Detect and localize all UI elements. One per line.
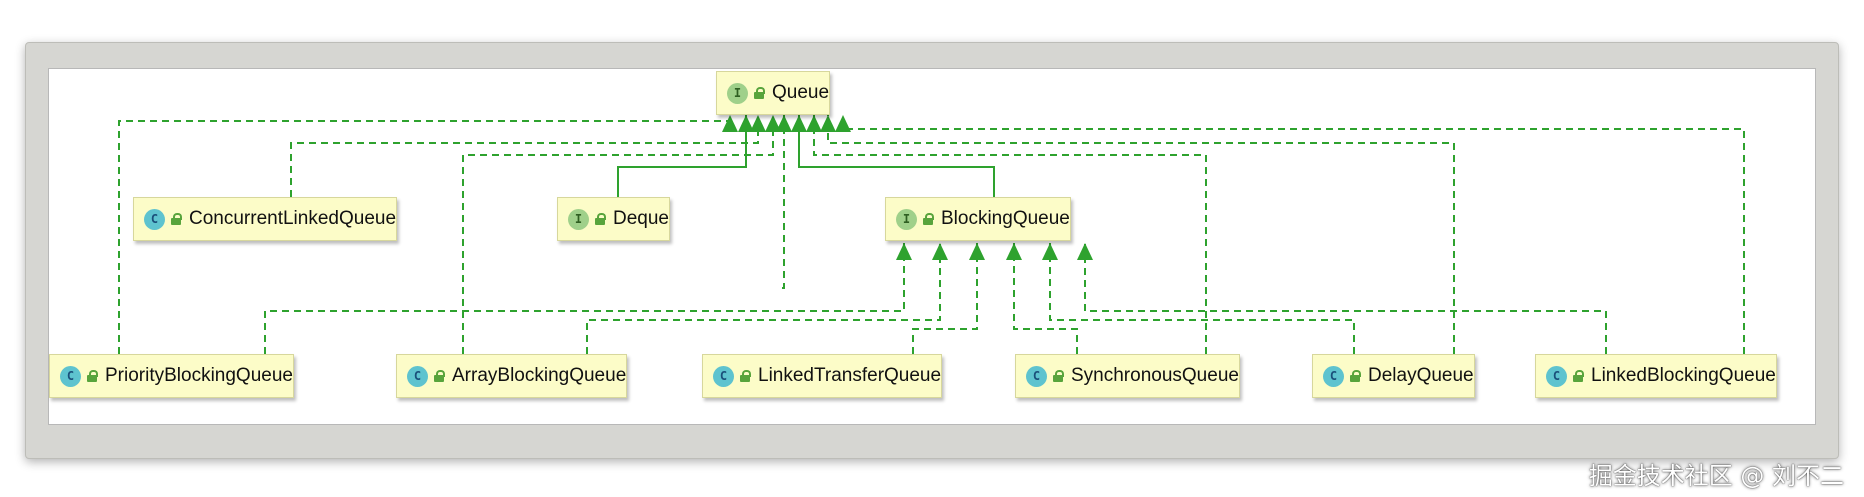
- node-label: LinkedBlockingQueue: [1591, 365, 1776, 386]
- node-label: ArrayBlockingQueue: [452, 365, 627, 386]
- node-array-blocking-queue[interactable]: C ArrayBlockingQueue: [396, 354, 628, 398]
- node-synchronous-queue[interactable]: C SynchronousQueue: [1015, 354, 1240, 398]
- public-lock-icon: [740, 370, 751, 382]
- arrowhead: [750, 115, 766, 132]
- arrowhead: [820, 115, 836, 132]
- node-queue[interactable]: I Queue: [716, 71, 831, 115]
- public-lock-icon: [434, 370, 445, 382]
- arrowhead: [835, 115, 851, 132]
- edge-priority-blocking-queue-to-blocking-queue: [264, 243, 912, 354]
- arrowhead: [776, 115, 792, 132]
- edge-blocking-queue-to-queue: [791, 115, 995, 197]
- node-label: SynchronousQueue: [1071, 365, 1239, 386]
- node-deque[interactable]: I Deque: [557, 197, 670, 241]
- public-lock-icon: [754, 87, 765, 99]
- public-lock-icon: [1573, 370, 1584, 382]
- public-lock-icon: [171, 213, 182, 225]
- edge-delay-queue-to-blocking-queue: [1042, 243, 1355, 354]
- interface-icon: I: [568, 208, 589, 230]
- edge-array-blocking-queue-to-blocking-queue: [586, 243, 948, 354]
- class-icon: C: [407, 365, 428, 387]
- class-icon: C: [1546, 365, 1567, 387]
- edge-linked-blocking-queue-to-blocking-queue: [1077, 243, 1607, 354]
- node-label: BlockingQueue: [941, 208, 1070, 229]
- edge-synchronous-queue-to-blocking-queue: [1006, 243, 1078, 354]
- node-concurrent-linked-queue[interactable]: C ConcurrentLinkedQueue: [133, 197, 398, 241]
- edge-synchronous-queue-to-queue: [806, 115, 1207, 354]
- edge-linked-transfer-queue-to-blocking-queue: [912, 243, 985, 354]
- arrowhead: [932, 243, 948, 260]
- node-delay-queue[interactable]: C DelayQueue: [1312, 354, 1475, 398]
- class-icon: C: [144, 208, 165, 230]
- arrowhead: [806, 115, 822, 132]
- class-icon: C: [1026, 365, 1047, 387]
- node-label: Queue: [772, 82, 830, 103]
- arrowhead: [791, 115, 807, 132]
- interface-icon: I: [727, 82, 748, 104]
- watermark: 掘金技术社区 @ 刘不二: [1588, 462, 1844, 490]
- arrowhead: [969, 243, 985, 260]
- node-linked-blocking-queue[interactable]: C LinkedBlockingQueue: [1535, 354, 1777, 398]
- class-icon: C: [1323, 365, 1344, 387]
- node-priority-blocking-queue[interactable]: C PriorityBlockingQueue: [49, 354, 294, 398]
- arrowhead: [1077, 243, 1093, 260]
- arrowhead: [722, 115, 738, 132]
- arrowhead: [765, 115, 781, 132]
- edge-delay-queue-to-queue: [820, 115, 1455, 354]
- public-lock-icon: [595, 213, 606, 225]
- node-linked-transfer-queue[interactable]: C LinkedTransferQueue: [702, 354, 943, 398]
- arrowhead: [1042, 243, 1058, 260]
- node-label: DelayQueue: [1368, 365, 1474, 386]
- edge-array-blocking-queue-to-queue: [462, 115, 781, 354]
- node-blocking-queue[interactable]: I BlockingQueue: [885, 197, 1071, 241]
- edge-linked-blocking-queue-to-queue: [835, 115, 1745, 354]
- class-icon: C: [60, 365, 81, 387]
- edge-linked-transfer-queue-to-queue: [776, 115, 792, 289]
- class-icon: C: [713, 365, 734, 387]
- diagram-edges: [118, 115, 1745, 354]
- node-label: PriorityBlockingQueue: [105, 365, 293, 386]
- diagram-canvas: I Queue C ConcurrentLinkedQueue I Deque …: [48, 68, 1816, 425]
- arrowhead: [738, 115, 754, 132]
- node-label: ConcurrentLinkedQueue: [189, 208, 397, 229]
- public-lock-icon: [923, 213, 934, 225]
- public-lock-icon: [1053, 370, 1064, 382]
- interface-icon: I: [896, 208, 917, 230]
- public-lock-icon: [87, 370, 98, 382]
- edge-concurrent-linked-queue-to-queue: [290, 115, 766, 197]
- arrowhead: [1006, 243, 1022, 260]
- edge-priority-blocking-queue-to-queue: [118, 115, 738, 354]
- public-lock-icon: [1350, 370, 1361, 382]
- edge-deque-to-queue: [617, 115, 754, 197]
- node-label: LinkedTransferQueue: [758, 365, 942, 386]
- arrowhead: [896, 243, 912, 260]
- node-label: Deque: [613, 208, 669, 229]
